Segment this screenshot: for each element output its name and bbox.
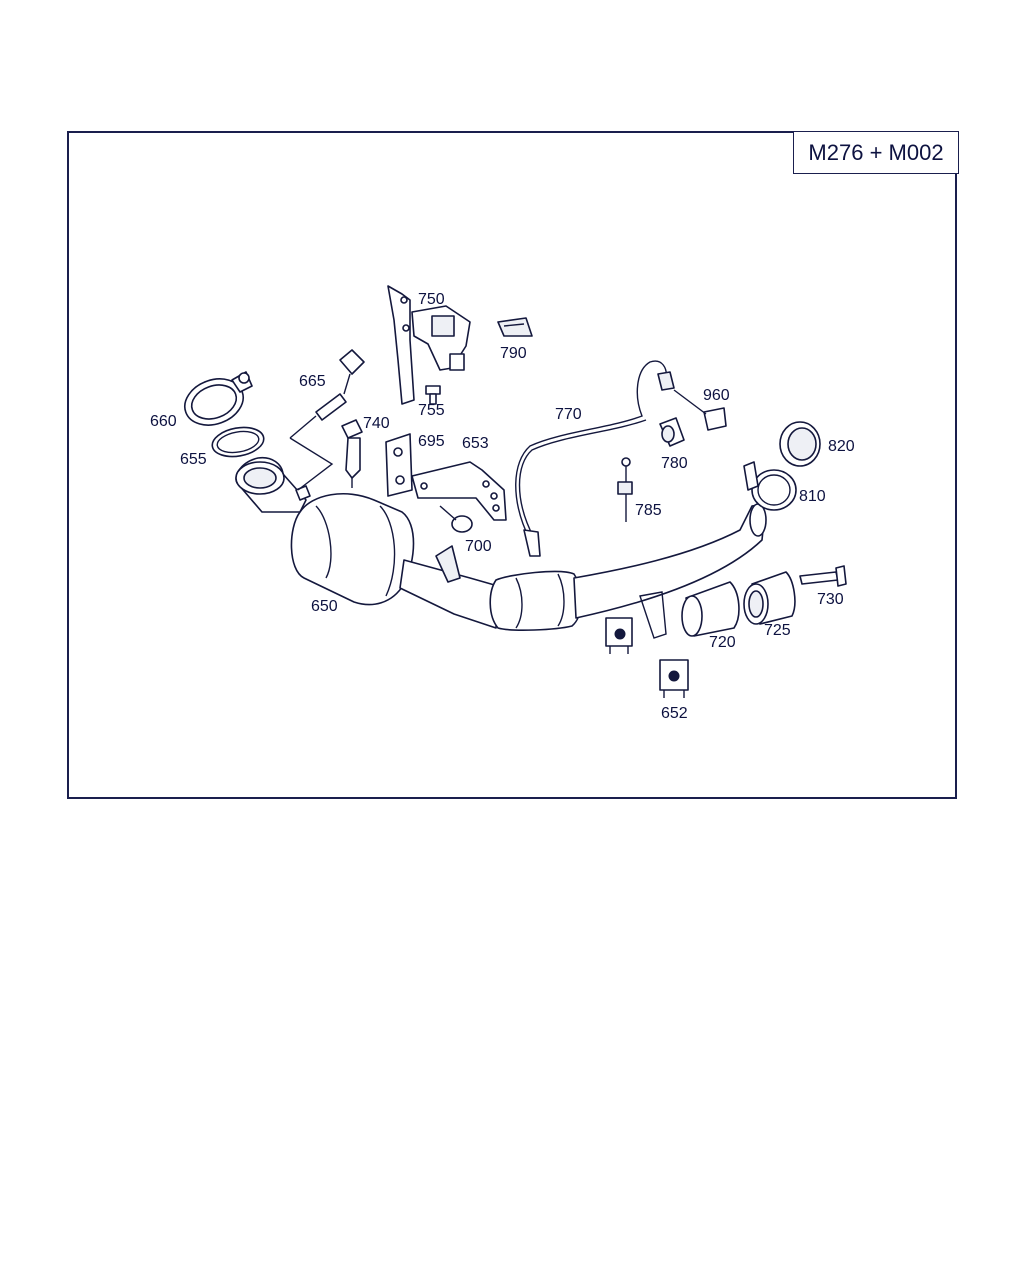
label-655: 655	[180, 451, 207, 468]
label-770: 770	[555, 406, 582, 423]
label-810: 810	[799, 488, 826, 505]
part-780-holder[interactable]	[659, 417, 685, 447]
part-740-oxygen-sensor[interactable]	[341, 419, 363, 488]
label-750: 750	[418, 291, 445, 308]
part-725-damper-sleeve[interactable]	[743, 571, 796, 625]
diagram-frame	[67, 131, 957, 799]
part-655-gasket-ring[interactable]	[210, 424, 266, 461]
label-780: 780	[661, 455, 688, 472]
label-652: 652	[661, 705, 688, 722]
part-653-bracket[interactable]	[411, 461, 507, 521]
part-820-sealing-ring[interactable]	[779, 421, 821, 467]
label-720: 720	[709, 634, 736, 651]
part-650-catalytic-converter[interactable]	[235, 456, 767, 639]
part-755-bolt[interactable]	[425, 385, 441, 405]
label-755: 755	[418, 402, 445, 419]
part-770-sensor-cable[interactable]	[515, 360, 675, 557]
part-660-clamp[interactable]	[178, 371, 253, 433]
label-790: 790	[500, 345, 527, 362]
model-code-box: M276 + M002	[793, 131, 959, 174]
label-665: 665	[299, 373, 326, 390]
label-960: 960	[703, 387, 730, 404]
part-730-bolt[interactable]	[799, 565, 847, 587]
label-695: 695	[418, 433, 445, 450]
label-653: 653	[462, 435, 489, 452]
part-810-clamp[interactable]	[743, 461, 797, 511]
label-725: 725	[764, 622, 791, 639]
label-785: 785	[635, 502, 662, 519]
label-650: 650	[311, 598, 338, 615]
label-820: 820	[828, 438, 855, 455]
label-700: 700	[465, 538, 492, 555]
part-750-bracket[interactable]	[387, 285, 471, 405]
part-720-rubber-mount[interactable]	[681, 581, 740, 637]
part-652-rubber-mount[interactable]	[605, 617, 689, 698]
label-740: 740	[363, 415, 390, 432]
part-695-gasket-plate[interactable]	[385, 433, 413, 497]
part-665-oxygen-sensor[interactable]	[289, 349, 365, 491]
label-660: 660	[150, 413, 177, 430]
part-790-connector[interactable]	[497, 317, 533, 337]
label-730: 730	[817, 591, 844, 608]
part-960-clip[interactable]	[673, 389, 727, 431]
part-700-bolt[interactable]	[439, 505, 473, 533]
part-785-cable-tie[interactable]	[617, 457, 633, 522]
model-code: M276 + M002	[808, 139, 944, 165]
